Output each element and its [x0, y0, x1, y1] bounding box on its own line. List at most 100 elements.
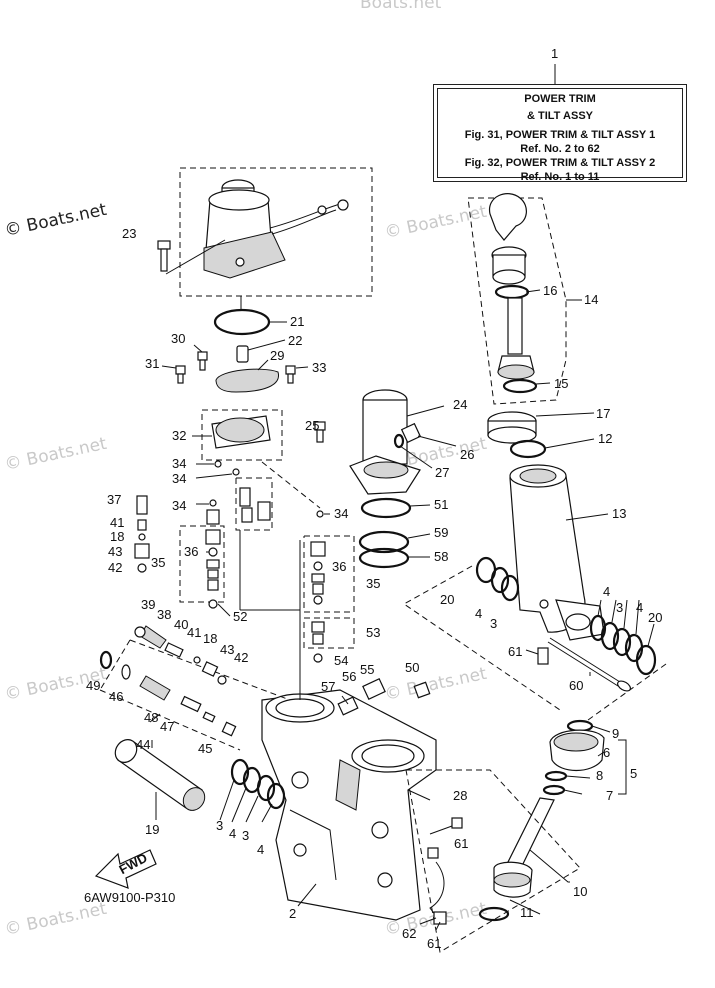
- callout-24: 24: [453, 397, 467, 412]
- fwd-arrow: FWD: [94, 849, 157, 889]
- callout-42: 42: [108, 560, 122, 575]
- callout-61: 61: [454, 836, 468, 851]
- callout-4: 4: [229, 826, 236, 841]
- parts-55-57: [337, 678, 431, 716]
- title-line-3: Fig. 31, POWER TRIM & TILT ASSY 1: [464, 129, 656, 141]
- callout-4: 4: [603, 584, 610, 599]
- tilt-cylinder-13: [509, 464, 609, 641]
- callout-43: 43: [108, 544, 122, 559]
- plug-26-27: [393, 422, 457, 469]
- callout-43: 43: [220, 642, 234, 657]
- callout-3: 3: [242, 828, 249, 843]
- cable-62: [419, 847, 447, 931]
- trim-housing-2: [239, 530, 437, 921]
- callout-56: 56: [342, 669, 356, 684]
- callout-22: 22: [288, 333, 302, 348]
- bolt-28: [429, 817, 463, 835]
- o-ring-21: [213, 308, 271, 336]
- callout-10: 10: [573, 884, 587, 899]
- callout-49: 49: [86, 678, 100, 693]
- callout-16: 16: [543, 283, 557, 298]
- callout-36: 36: [184, 544, 198, 559]
- callout-45: 45: [198, 741, 212, 756]
- watermark: © Boats.net: [383, 664, 489, 705]
- callout-3: 3: [616, 600, 623, 615]
- leader-59: [407, 533, 431, 539]
- title-line-6: Ref. No. 1 to 11: [520, 171, 600, 183]
- callout-3: 3: [216, 818, 223, 833]
- dashed-box-14: [467, 197, 567, 405]
- rings-3-4-lower: [219, 758, 286, 823]
- callout-36: 36: [332, 559, 346, 574]
- callout-47: 47: [160, 719, 174, 734]
- callout-61: 61: [427, 936, 441, 951]
- callout-41: 41: [187, 625, 201, 640]
- watermark-main: © Boats.net: [3, 200, 109, 241]
- title-line-4: Ref. No. 2 to 62: [520, 143, 600, 155]
- callout-44: 44: [136, 737, 150, 752]
- callout-42: 42: [234, 650, 248, 665]
- o-ring-51: [360, 497, 412, 519]
- callout-40: 40: [174, 617, 188, 632]
- bolt-25: [314, 421, 326, 443]
- callout-34: 34: [334, 506, 348, 521]
- callout-55: 55: [360, 662, 374, 677]
- callout-27: 27: [435, 465, 449, 480]
- callout-21: 21: [290, 314, 304, 329]
- callout-4: 4: [257, 842, 264, 857]
- callout-57: 57: [321, 679, 335, 694]
- valve-stack-35-right: [303, 535, 355, 613]
- cable-60: [525, 637, 631, 692]
- callout-46: 46: [109, 689, 123, 704]
- dashed-box-lower: [405, 769, 581, 953]
- ring-59: [358, 530, 410, 554]
- callout-25: 25: [305, 418, 319, 433]
- motor-assembly: [179, 167, 373, 297]
- valve-rod-10: [478, 797, 570, 922]
- callout-39: 39: [141, 597, 155, 612]
- callout-38: 38: [157, 607, 171, 622]
- left-lower-group: [99, 625, 291, 751]
- diagram-code: 6AW9100-P310: [84, 890, 175, 905]
- screw-30: [193, 344, 208, 371]
- watermark: © Boats.net: [3, 434, 109, 475]
- callout-18: 18: [203, 631, 217, 646]
- ring-58: [358, 547, 410, 569]
- o-ring-12: [509, 439, 547, 459]
- manual-valve-assy: [542, 719, 627, 796]
- callout-62: 62: [402, 926, 416, 941]
- callout-52: 52: [233, 609, 247, 624]
- callout-5: 5: [630, 766, 637, 781]
- callout-41: 41: [110, 515, 124, 530]
- valve-plate-29: [215, 359, 279, 393]
- screw-31: [161, 365, 186, 384]
- callout-35: 35: [366, 576, 380, 591]
- valve-body-32: [192, 409, 283, 461]
- callout-32: 32: [172, 428, 186, 443]
- callout-26: 26: [460, 447, 474, 462]
- leader-2: [297, 883, 317, 907]
- callout-50: 50: [405, 660, 419, 675]
- leader-12: [544, 438, 595, 449]
- callout-19: 19: [145, 822, 159, 837]
- callout-59: 59: [434, 525, 448, 540]
- watermark-top: Boats.net: [360, 0, 442, 13]
- part-22: [236, 339, 286, 363]
- dashed-frame-right-2: [587, 663, 667, 721]
- callout-35: 35: [151, 555, 165, 570]
- callout-34: 34: [172, 498, 186, 513]
- callout-29: 29: [270, 348, 284, 363]
- callout-51: 51: [434, 497, 448, 512]
- tilt-rod-assembly: [489, 193, 551, 394]
- title-line-2: & TILT ASSY: [527, 110, 593, 122]
- callout-14: 14: [584, 292, 598, 307]
- callout-33: 33: [312, 360, 326, 375]
- callout-2: 2: [289, 906, 296, 921]
- callout-54: 54: [334, 653, 348, 668]
- callout-3: 3: [490, 616, 497, 631]
- callout-28: 28: [453, 788, 467, 803]
- callout-labels: 1233334444456789101112131415161718181920…: [86, 46, 662, 951]
- callout-30: 30: [171, 331, 185, 346]
- valve-stack-36-left: [179, 509, 231, 617]
